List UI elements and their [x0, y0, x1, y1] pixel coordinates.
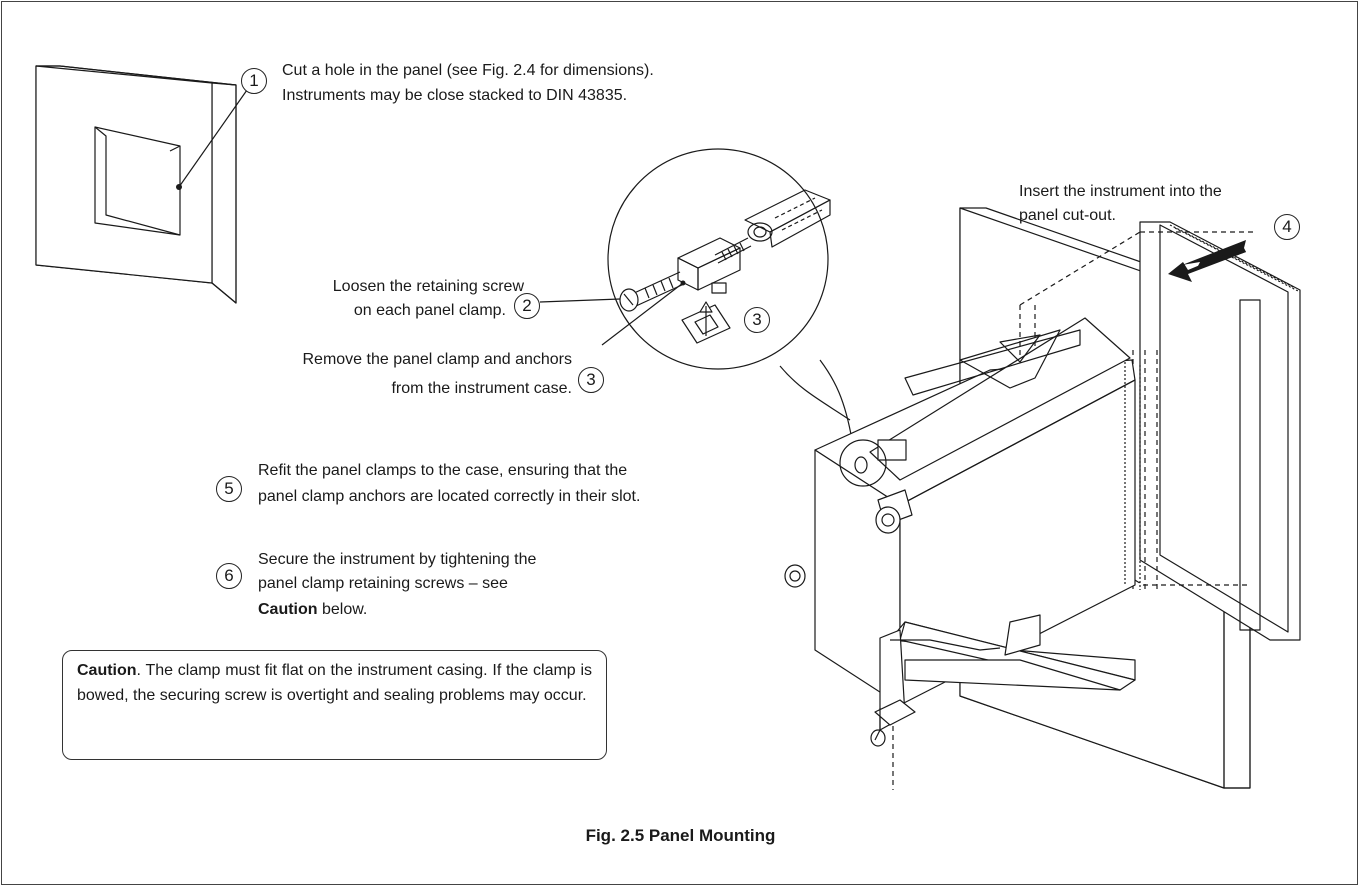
step-2-line-1: Loosen the retaining screw [332, 278, 524, 295]
step-1-line-2: Instruments may be close stacked to DIN … [282, 87, 628, 104]
instrument-bezel-drawing [1139, 221, 1301, 641]
step-4-line-2: panel cut-out. [1019, 207, 1116, 224]
step-5-line-1: Refit the panel clamps to the case, ensu… [258, 462, 628, 479]
step-4-marker: 4 [1274, 214, 1300, 240]
step-2-line-2: on each panel clamp. [353, 302, 506, 319]
step-1-marker: 1 [241, 68, 267, 94]
step-5-line-2: panel clamp anchors are located correctl… [258, 488, 641, 505]
step-6-tail: below. [317, 601, 368, 618]
step-3-marker: 3 [578, 367, 604, 393]
step-6-line-1: Secure the instrument by tightening the [258, 551, 537, 568]
instrument-case-drawing [784, 317, 1141, 706]
step-5-marker: 5 [216, 476, 242, 502]
caution-text: . The clamp must fit flat on the instrum… [77, 662, 592, 704]
step-1-line-1: Cut a hole in the panel (see Fig. 2.4 fo… [282, 62, 654, 79]
caution-box: Caution. The clamp must fit flat on the … [62, 650, 607, 760]
step-6-line-2: panel clamp retaining screws – see [258, 575, 508, 592]
step-3-line-2: from the instrument case. [391, 380, 572, 397]
step-6-caution-bold: Caution [258, 601, 318, 618]
loose-clamp-drawing [870, 614, 1136, 747]
step-3-line-1: Remove the panel clamp and anchors [302, 351, 573, 368]
figure-caption: Fig. 2.5 Panel Mounting [585, 826, 776, 845]
detail-step-3-marker: 3 [744, 307, 770, 333]
step-2-marker: 2 [514, 293, 540, 319]
step-6-marker: 6 [216, 563, 242, 589]
detail-magnifier [601, 148, 853, 441]
cutout-panel-drawing [35, 65, 248, 304]
step-4-line-1: Insert the instrument into the [1019, 183, 1222, 200]
caution-label: Caution [77, 662, 137, 679]
step-6-line-3: Caution below. [258, 598, 367, 621]
